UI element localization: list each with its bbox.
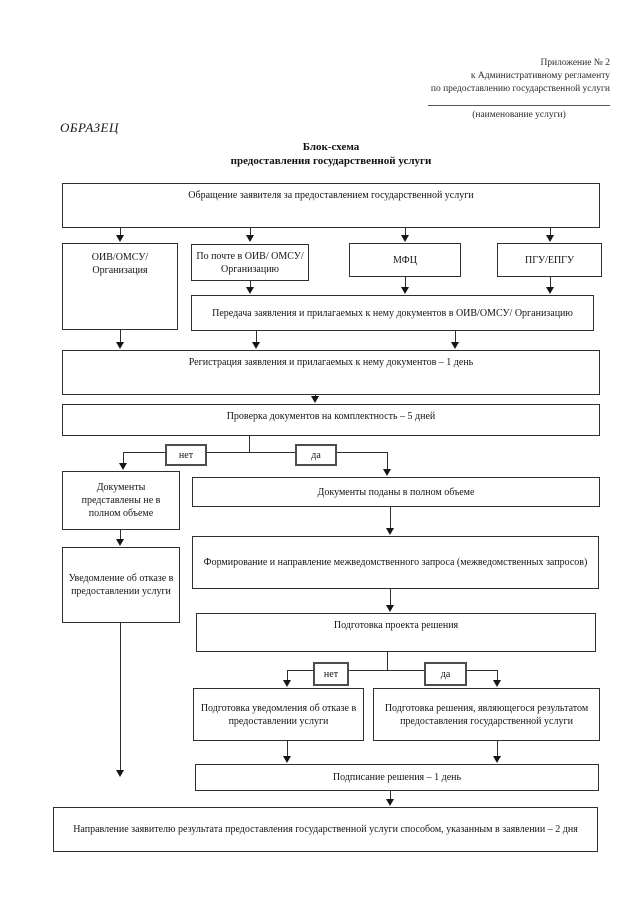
arrow-down-icon bbox=[283, 680, 291, 687]
flow-line bbox=[390, 791, 391, 800]
flow-line bbox=[250, 281, 251, 288]
arrow-down-icon bbox=[401, 287, 409, 294]
arrow-down-icon bbox=[311, 396, 319, 403]
flow-line bbox=[120, 330, 121, 343]
arrow-down-icon bbox=[493, 756, 501, 763]
node-registration: Регистрация заявления и прилагаемых к не… bbox=[62, 350, 600, 395]
flow-line bbox=[120, 228, 121, 236]
flow-line bbox=[120, 530, 121, 540]
node-docs-incomplete: Документы представлены не в полном объем… bbox=[62, 471, 180, 530]
title-line-2: предоставления государственной услуги bbox=[230, 155, 432, 167]
arrow-down-icon bbox=[386, 605, 394, 612]
branch-label-no-1: нет bbox=[165, 444, 207, 466]
arrow-down-icon bbox=[383, 469, 391, 476]
branch-label-no-2: нет bbox=[313, 662, 349, 686]
arrow-down-icon bbox=[116, 539, 124, 546]
node-result-dispatch: Направление заявителю результата предост… bbox=[53, 807, 598, 852]
arrow-down-icon bbox=[116, 770, 124, 777]
node-refusal-notice: Уведомление об отказе в предоставлении у… bbox=[62, 547, 180, 623]
arrow-down-icon bbox=[386, 528, 394, 535]
node-refusal-preparation: Подготовка уведомления об отказе в предо… bbox=[193, 688, 364, 741]
flow-line bbox=[387, 652, 388, 670]
node-completeness-check: Проверка документов на комплектность – 5… bbox=[62, 404, 600, 436]
flow-line bbox=[387, 452, 388, 470]
flow-line bbox=[497, 670, 498, 681]
arrow-down-icon bbox=[246, 287, 254, 294]
service-name-underline bbox=[428, 105, 610, 106]
flow-line bbox=[256, 331, 257, 343]
flow-line bbox=[123, 452, 387, 453]
arrow-down-icon bbox=[246, 235, 254, 242]
node-mfc: МФЦ bbox=[349, 243, 461, 277]
arrow-down-icon bbox=[493, 680, 501, 687]
arrow-down-icon bbox=[283, 756, 291, 763]
flow-line bbox=[250, 228, 251, 236]
arrow-down-icon bbox=[386, 799, 394, 806]
arrow-down-icon bbox=[252, 342, 260, 349]
arrow-down-icon bbox=[546, 235, 554, 242]
node-docs-complete: Документы поданы в полном объеме bbox=[192, 477, 600, 507]
arrow-down-icon bbox=[451, 342, 459, 349]
branch-label-yes-1: да bbox=[295, 444, 337, 466]
title-line-1: Блок-схема bbox=[302, 141, 360, 153]
node-mail-channel: По почте в ОИВ/ ОМСУ/Организацию bbox=[191, 244, 309, 281]
page-title: Блок-схема предоставления государственно… bbox=[62, 140, 600, 168]
sample-mark: ОБРАЗЕЦ bbox=[60, 120, 119, 135]
annex-note: Приложение № 2 к Административному регла… bbox=[290, 57, 610, 96]
annex-line-1: Приложение № 2 bbox=[540, 58, 610, 68]
flow-line bbox=[287, 670, 288, 681]
node-pgu-epgu: ПГУ/ЕПГУ bbox=[497, 243, 602, 277]
flow-line bbox=[120, 623, 121, 771]
flow-line bbox=[405, 228, 406, 236]
annex-line-3: по предоставлению государственной услуги bbox=[430, 84, 610, 94]
node-decision-preparation: Подготовка решения, являющегося результа… bbox=[373, 688, 600, 741]
flow-line bbox=[249, 436, 250, 452]
flow-line bbox=[287, 741, 288, 757]
arrow-down-icon bbox=[546, 287, 554, 294]
flow-line bbox=[390, 589, 391, 606]
flow-line bbox=[405, 277, 406, 288]
node-transfer: Передача заявления и прилагаемых к нему … bbox=[191, 295, 594, 331]
node-appeal: Обращение заявителя за предоставлением г… bbox=[62, 183, 600, 228]
flow-line bbox=[550, 277, 551, 288]
flow-line bbox=[287, 670, 497, 671]
service-name-caption: (наименование услуги) bbox=[472, 110, 566, 120]
flow-line bbox=[497, 741, 498, 757]
annex-line-2: к Административному регламенту bbox=[470, 71, 610, 81]
flow-line bbox=[550, 228, 551, 236]
branch-label-yes-2: да bbox=[424, 662, 467, 686]
flow-line bbox=[390, 507, 391, 529]
node-interagency-request: Формирование и направление межведомствен… bbox=[192, 536, 599, 589]
flow-line bbox=[123, 452, 124, 464]
node-oiv-omsu: ОИВ/ОМСУ/ Организация bbox=[62, 243, 178, 330]
arrow-down-icon bbox=[401, 235, 409, 242]
arrow-down-icon bbox=[116, 342, 124, 349]
node-draft-decision: Подготовка проекта решения bbox=[196, 613, 596, 652]
node-signing: Подписание решения – 1 день bbox=[195, 764, 599, 791]
arrow-down-icon bbox=[119, 463, 127, 470]
flow-line bbox=[455, 331, 456, 343]
arrow-down-icon bbox=[116, 235, 124, 242]
